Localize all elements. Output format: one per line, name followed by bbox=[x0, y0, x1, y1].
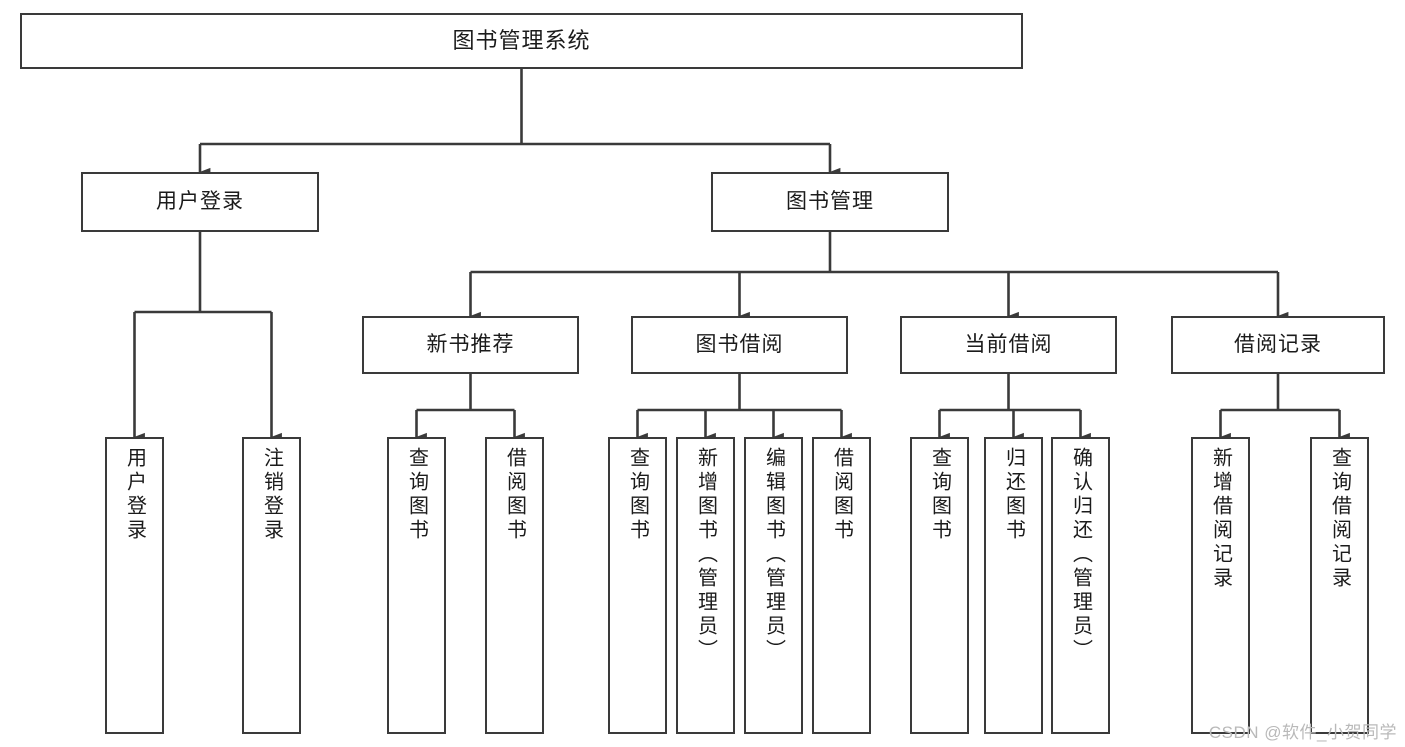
node-root[interactable]: 图书管理系统 bbox=[20, 13, 1023, 69]
node-leaf-add-borrow-record[interactable]: 新增借阅记录 bbox=[1191, 437, 1250, 734]
node-label: 确认归还（管理员） bbox=[1069, 447, 1092, 663]
node-leaf-edit-book[interactable]: 编辑图书（管理员） bbox=[744, 437, 803, 734]
node-leaf-return-book[interactable]: 归还图书 bbox=[984, 437, 1043, 734]
node-leaf-query-book-3[interactable]: 查询图书 bbox=[910, 437, 969, 734]
node-label: 查询图书 bbox=[626, 447, 649, 543]
node-borrow-record[interactable]: 借阅记录 bbox=[1171, 316, 1385, 374]
node-leaf-user-logout[interactable]: 注销登录 bbox=[242, 437, 301, 734]
node-label: 新书推荐 bbox=[426, 333, 515, 357]
watermark-text: CSDN @软件_小贺同学 bbox=[1208, 723, 1397, 742]
node-label: 图书管理 bbox=[786, 190, 874, 214]
node-label: 用户登录 bbox=[123, 447, 146, 543]
node-label: 当前借阅 bbox=[964, 333, 1053, 357]
node-label: 查询图书 bbox=[928, 447, 951, 543]
node-leaf-confirm-return[interactable]: 确认归还（管理员） bbox=[1051, 437, 1110, 734]
node-leaf-query-book-1[interactable]: 查询图书 bbox=[387, 437, 446, 734]
node-leaf-borrow-book-2[interactable]: 借阅图书 bbox=[812, 437, 871, 734]
node-label: 借阅图书 bbox=[830, 447, 853, 543]
node-user-login[interactable]: 用户登录 bbox=[81, 172, 319, 232]
node-book-manage[interactable]: 图书管理 bbox=[711, 172, 949, 232]
node-label: 图书管理系统 bbox=[452, 27, 591, 53]
node-label: 图书借阅 bbox=[695, 333, 784, 357]
node-label: 用户登录 bbox=[156, 190, 244, 214]
node-leaf-query-book-2[interactable]: 查询图书 bbox=[608, 437, 667, 734]
node-current-borrow[interactable]: 当前借阅 bbox=[900, 316, 1117, 374]
node-label: 编辑图书（管理员） bbox=[762, 447, 785, 663]
node-label: 借阅图书 bbox=[503, 447, 526, 543]
node-label: 新增借阅记录 bbox=[1209, 447, 1232, 591]
node-label: 新增图书（管理员） bbox=[694, 447, 717, 663]
node-new-book-recommend[interactable]: 新书推荐 bbox=[362, 316, 579, 374]
node-label: 查询借阅记录 bbox=[1328, 447, 1351, 591]
node-leaf-user-login[interactable]: 用户登录 bbox=[105, 437, 164, 734]
node-leaf-query-borrow-record[interactable]: 查询借阅记录 bbox=[1310, 437, 1369, 734]
node-label: 查询图书 bbox=[405, 447, 428, 543]
node-leaf-add-book[interactable]: 新增图书（管理员） bbox=[676, 437, 735, 734]
node-label: 注销登录 bbox=[260, 447, 283, 543]
node-label: 归还图书 bbox=[1002, 447, 1025, 543]
node-leaf-borrow-book-1[interactable]: 借阅图书 bbox=[485, 437, 544, 734]
node-label: 借阅记录 bbox=[1234, 333, 1322, 357]
node-book-borrow[interactable]: 图书借阅 bbox=[631, 316, 848, 374]
